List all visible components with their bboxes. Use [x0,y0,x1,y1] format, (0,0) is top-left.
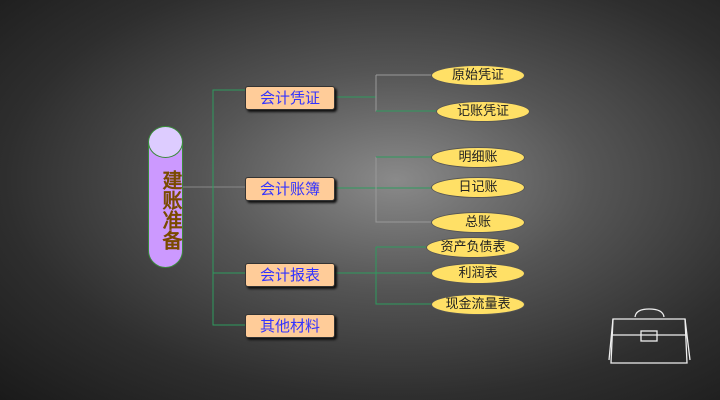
branch-other-materials: 其他材料 [245,314,335,338]
leaf-original-voucher: 原始凭证 [431,65,525,86]
root-node-top [148,126,183,158]
branch-accounting-vouchers: 会计凭证 [245,86,335,110]
root-label: 建账准备 [159,170,183,250]
briefcase-icon [608,308,691,364]
branch-account-books: 会计账簿 [245,177,335,201]
leaf-subsidiary-ledger: 明细账 [431,147,525,168]
leaf-cash-flow-statement: 现金流量表 [431,294,525,315]
leaf-general-ledger: 总账 [431,212,525,233]
leaf-journal: 日记账 [431,177,525,198]
branch-financial-statements: 会计报表 [245,263,335,287]
leaf-bookkeeping-voucher: 记账凭证 [436,101,530,122]
leaf-balance-sheet: 资产负债表 [426,237,520,258]
leaf-income-statement: 利润表 [431,263,525,284]
